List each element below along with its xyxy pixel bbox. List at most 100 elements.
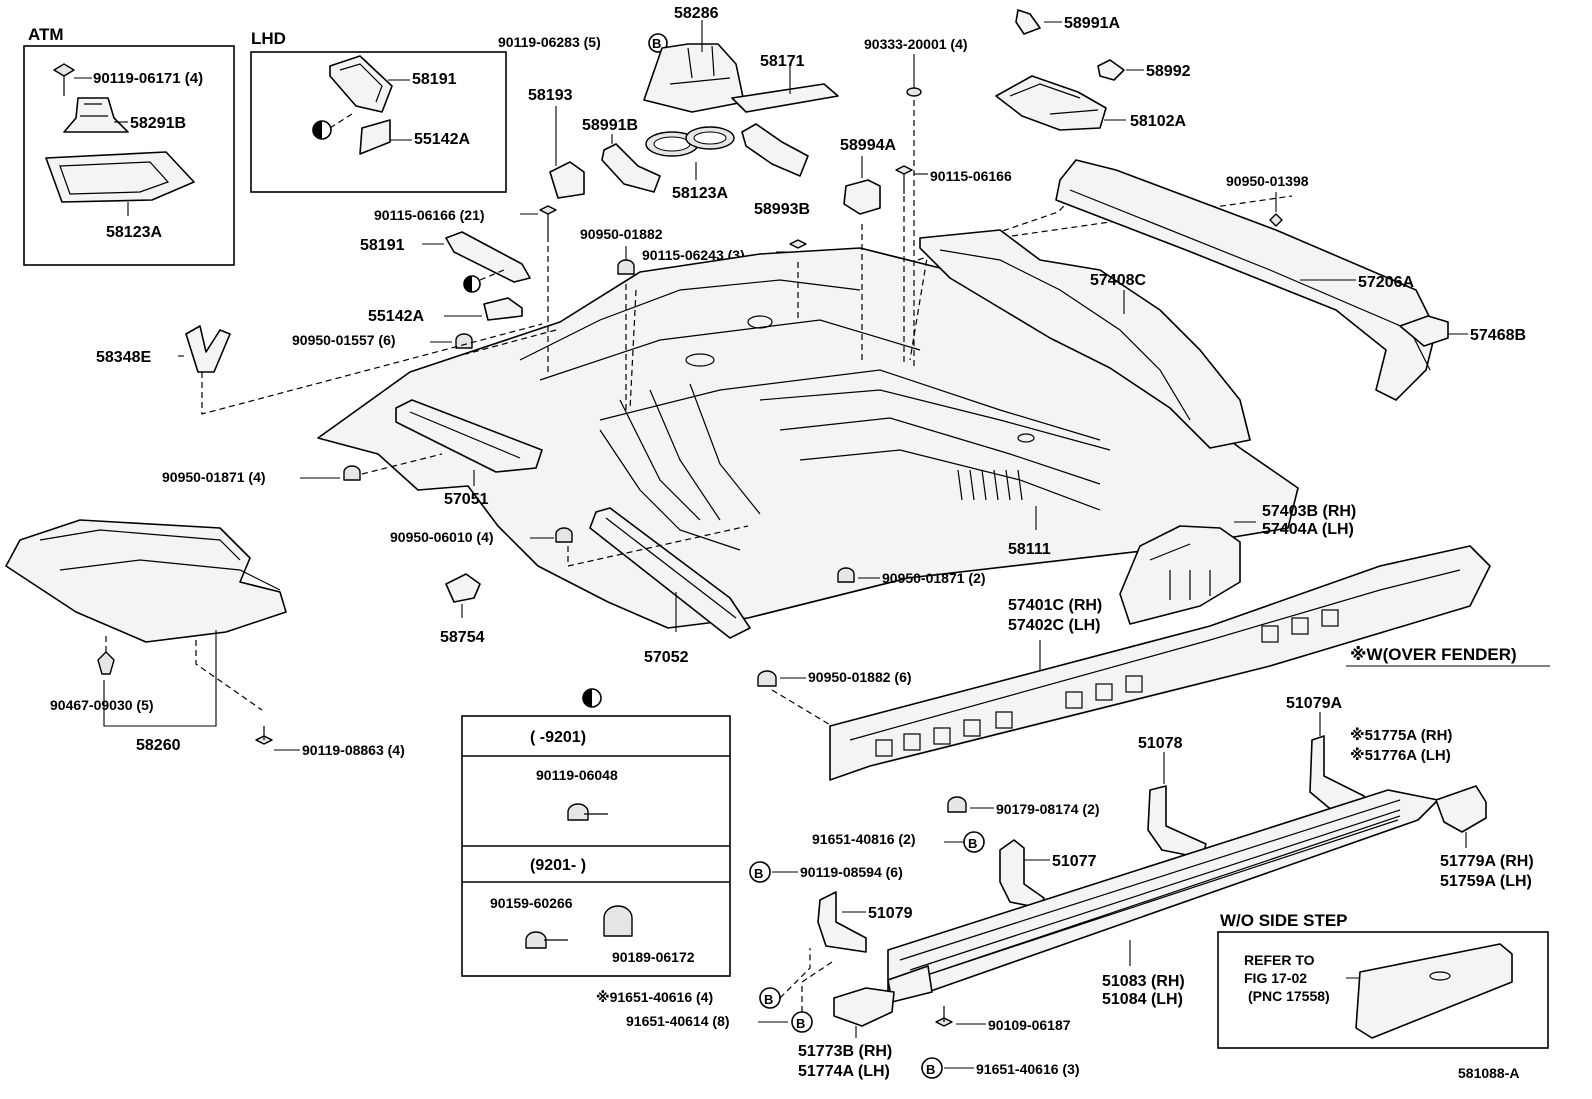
label-l20: 90115-06166 (21) xyxy=(374,207,485,223)
bracket-51779a xyxy=(1435,785,1487,833)
label-l17: 58994A xyxy=(840,137,896,154)
label-l32: 58111 xyxy=(1008,541,1051,558)
plug-90950-01557 xyxy=(455,333,473,349)
shift-boot xyxy=(63,97,129,133)
label-l39: 57401C (RH) xyxy=(1008,597,1102,614)
label-l56: 51083 (RH) xyxy=(1102,973,1185,990)
label-l57: 51084 (LH) xyxy=(1102,991,1183,1008)
refer-line2: FIG 17-02 xyxy=(1244,970,1307,986)
bracket-58348e xyxy=(185,325,231,373)
label-l14: 58991A xyxy=(1064,15,1120,32)
label-l59: 91651-40614 (8) xyxy=(626,1013,730,1029)
label-l09: 58193 xyxy=(528,87,573,104)
label-l48: ※51776A (LH) xyxy=(1350,746,1451,764)
label-l13: 90333-20001 (4) xyxy=(864,36,968,52)
label-l06: 90119-06283 (5) xyxy=(498,34,601,50)
label-l10: 58991B xyxy=(582,117,638,134)
svg-text:B: B xyxy=(796,1016,805,1031)
bracket-51079 xyxy=(817,891,867,953)
legend-row1: ( -9201) xyxy=(530,729,586,746)
label-l11: 58123A xyxy=(672,185,728,202)
label-l58: ※91651-40616 (4) xyxy=(596,989,713,1005)
legend-row2: (9201- ) xyxy=(530,857,586,874)
refer-line1: REFER TO xyxy=(1244,952,1315,968)
label-l19: 90950-01398 xyxy=(1226,173,1309,189)
label-l62: 51774A (LH) xyxy=(798,1063,890,1080)
bracket-57403b xyxy=(1119,525,1241,625)
bracket-51077 xyxy=(999,839,1045,909)
label-l22: 90115-06243 (3) xyxy=(642,247,745,263)
bolt-90115-06166-21 xyxy=(539,205,557,236)
bolt-90119-08863 xyxy=(255,726,273,745)
label-l05: 55142A xyxy=(414,131,470,148)
label-l15: 58992 xyxy=(1146,63,1191,80)
bracket-55142a-b xyxy=(483,297,523,321)
label-l08: 58171 xyxy=(760,53,805,70)
boot-plate xyxy=(45,151,195,203)
label-l43: 58260 xyxy=(136,737,181,754)
crossmember-57206a xyxy=(1055,159,1437,401)
label-l44: 90119-08863 (4) xyxy=(302,742,405,758)
side-sill-57401c xyxy=(829,545,1491,781)
bracket-58991b xyxy=(601,143,661,193)
label-l25: 57206A xyxy=(1358,274,1414,291)
bolt-icon xyxy=(53,63,75,96)
bracket-57468b xyxy=(1399,315,1449,347)
b-circle-icon xyxy=(648,33,668,53)
label-l24: 57408C xyxy=(1090,272,1146,289)
shift-boot-58286 xyxy=(643,43,745,113)
bracket-58992 xyxy=(1097,59,1125,81)
bracket-58994a xyxy=(843,179,881,215)
rings-58123a xyxy=(645,126,735,157)
label-l27: 90950-01557 (6) xyxy=(292,332,396,348)
label-l34: 57404A (LH) xyxy=(1262,521,1354,538)
label-l61: 51773B (RH) xyxy=(798,1043,892,1060)
label-l51: 51077 xyxy=(1052,853,1097,870)
wo-side-step-box: W/O SIDE STEP REFER TO FIG 17-02 (PNC 17… xyxy=(1217,911,1549,1049)
label-l04: 58191 xyxy=(412,71,457,88)
legend-row2-part-a: 90159-60266 xyxy=(490,895,573,911)
label-l50: 91651-40816 (2) xyxy=(812,831,916,847)
label-l46: 51078 xyxy=(1138,735,1183,752)
atm-group: ATM 58123A 90119-06171 (4) 58291B xyxy=(23,25,235,266)
plate-58260 xyxy=(5,519,287,643)
label-l45: 51079A xyxy=(1286,695,1342,712)
wo-side-step-title: W/O SIDE STEP xyxy=(1220,911,1348,930)
label-l23: 58191 xyxy=(360,237,405,254)
label-l12: 58993B xyxy=(754,201,810,218)
label-l37: 58754 xyxy=(440,629,485,646)
label-l60: 90109-06187 xyxy=(988,1017,1071,1033)
plate-58171 xyxy=(731,83,839,113)
sill-holes xyxy=(875,609,1339,757)
label-l52: 90119-08594 (6) xyxy=(800,864,903,880)
svg-text:B: B xyxy=(764,992,773,1007)
label-l35: 90950-06010 (4) xyxy=(390,529,494,545)
label-l38: 57052 xyxy=(644,649,689,666)
label-l55: 51759A (LH) xyxy=(1440,873,1532,890)
member-57051 xyxy=(395,399,543,473)
lhd-title: LHD xyxy=(251,29,286,48)
bracket-58754 xyxy=(445,573,481,603)
label-l30: 90950-01871 (4) xyxy=(162,469,266,485)
label-l49: 90179-08174 (2) xyxy=(996,801,1100,817)
bracket-55142a xyxy=(359,119,391,155)
svg-text:B: B xyxy=(926,1062,935,1077)
label-l41: 90950-01882 (6) xyxy=(808,669,912,685)
atm-title: ATM xyxy=(28,25,64,44)
plug-90950-01882-b xyxy=(757,670,777,687)
figure-id: 581088-A xyxy=(1458,1065,1520,1081)
bracket-58193 xyxy=(549,161,585,199)
plug-90950-06010 xyxy=(555,527,573,543)
label-over-fender: ※W(OVER FENDER) xyxy=(1350,645,1517,664)
bracket-58993b xyxy=(741,123,809,177)
label-l03: 58123A xyxy=(106,224,162,241)
bolt-90109-06187 xyxy=(935,1006,953,1027)
label-l40: 57402C (LH) xyxy=(1008,617,1100,634)
member-57408c xyxy=(919,229,1251,449)
legend-row2-part-b: 90189-06172 xyxy=(612,949,695,965)
label-l16: 58102A xyxy=(1130,113,1186,130)
label-l53: 51079 xyxy=(868,905,913,922)
cover-17558 xyxy=(1355,943,1513,1039)
bracket-51078 xyxy=(1147,785,1207,859)
label-l01: 90119-06171 (4) xyxy=(93,70,203,87)
